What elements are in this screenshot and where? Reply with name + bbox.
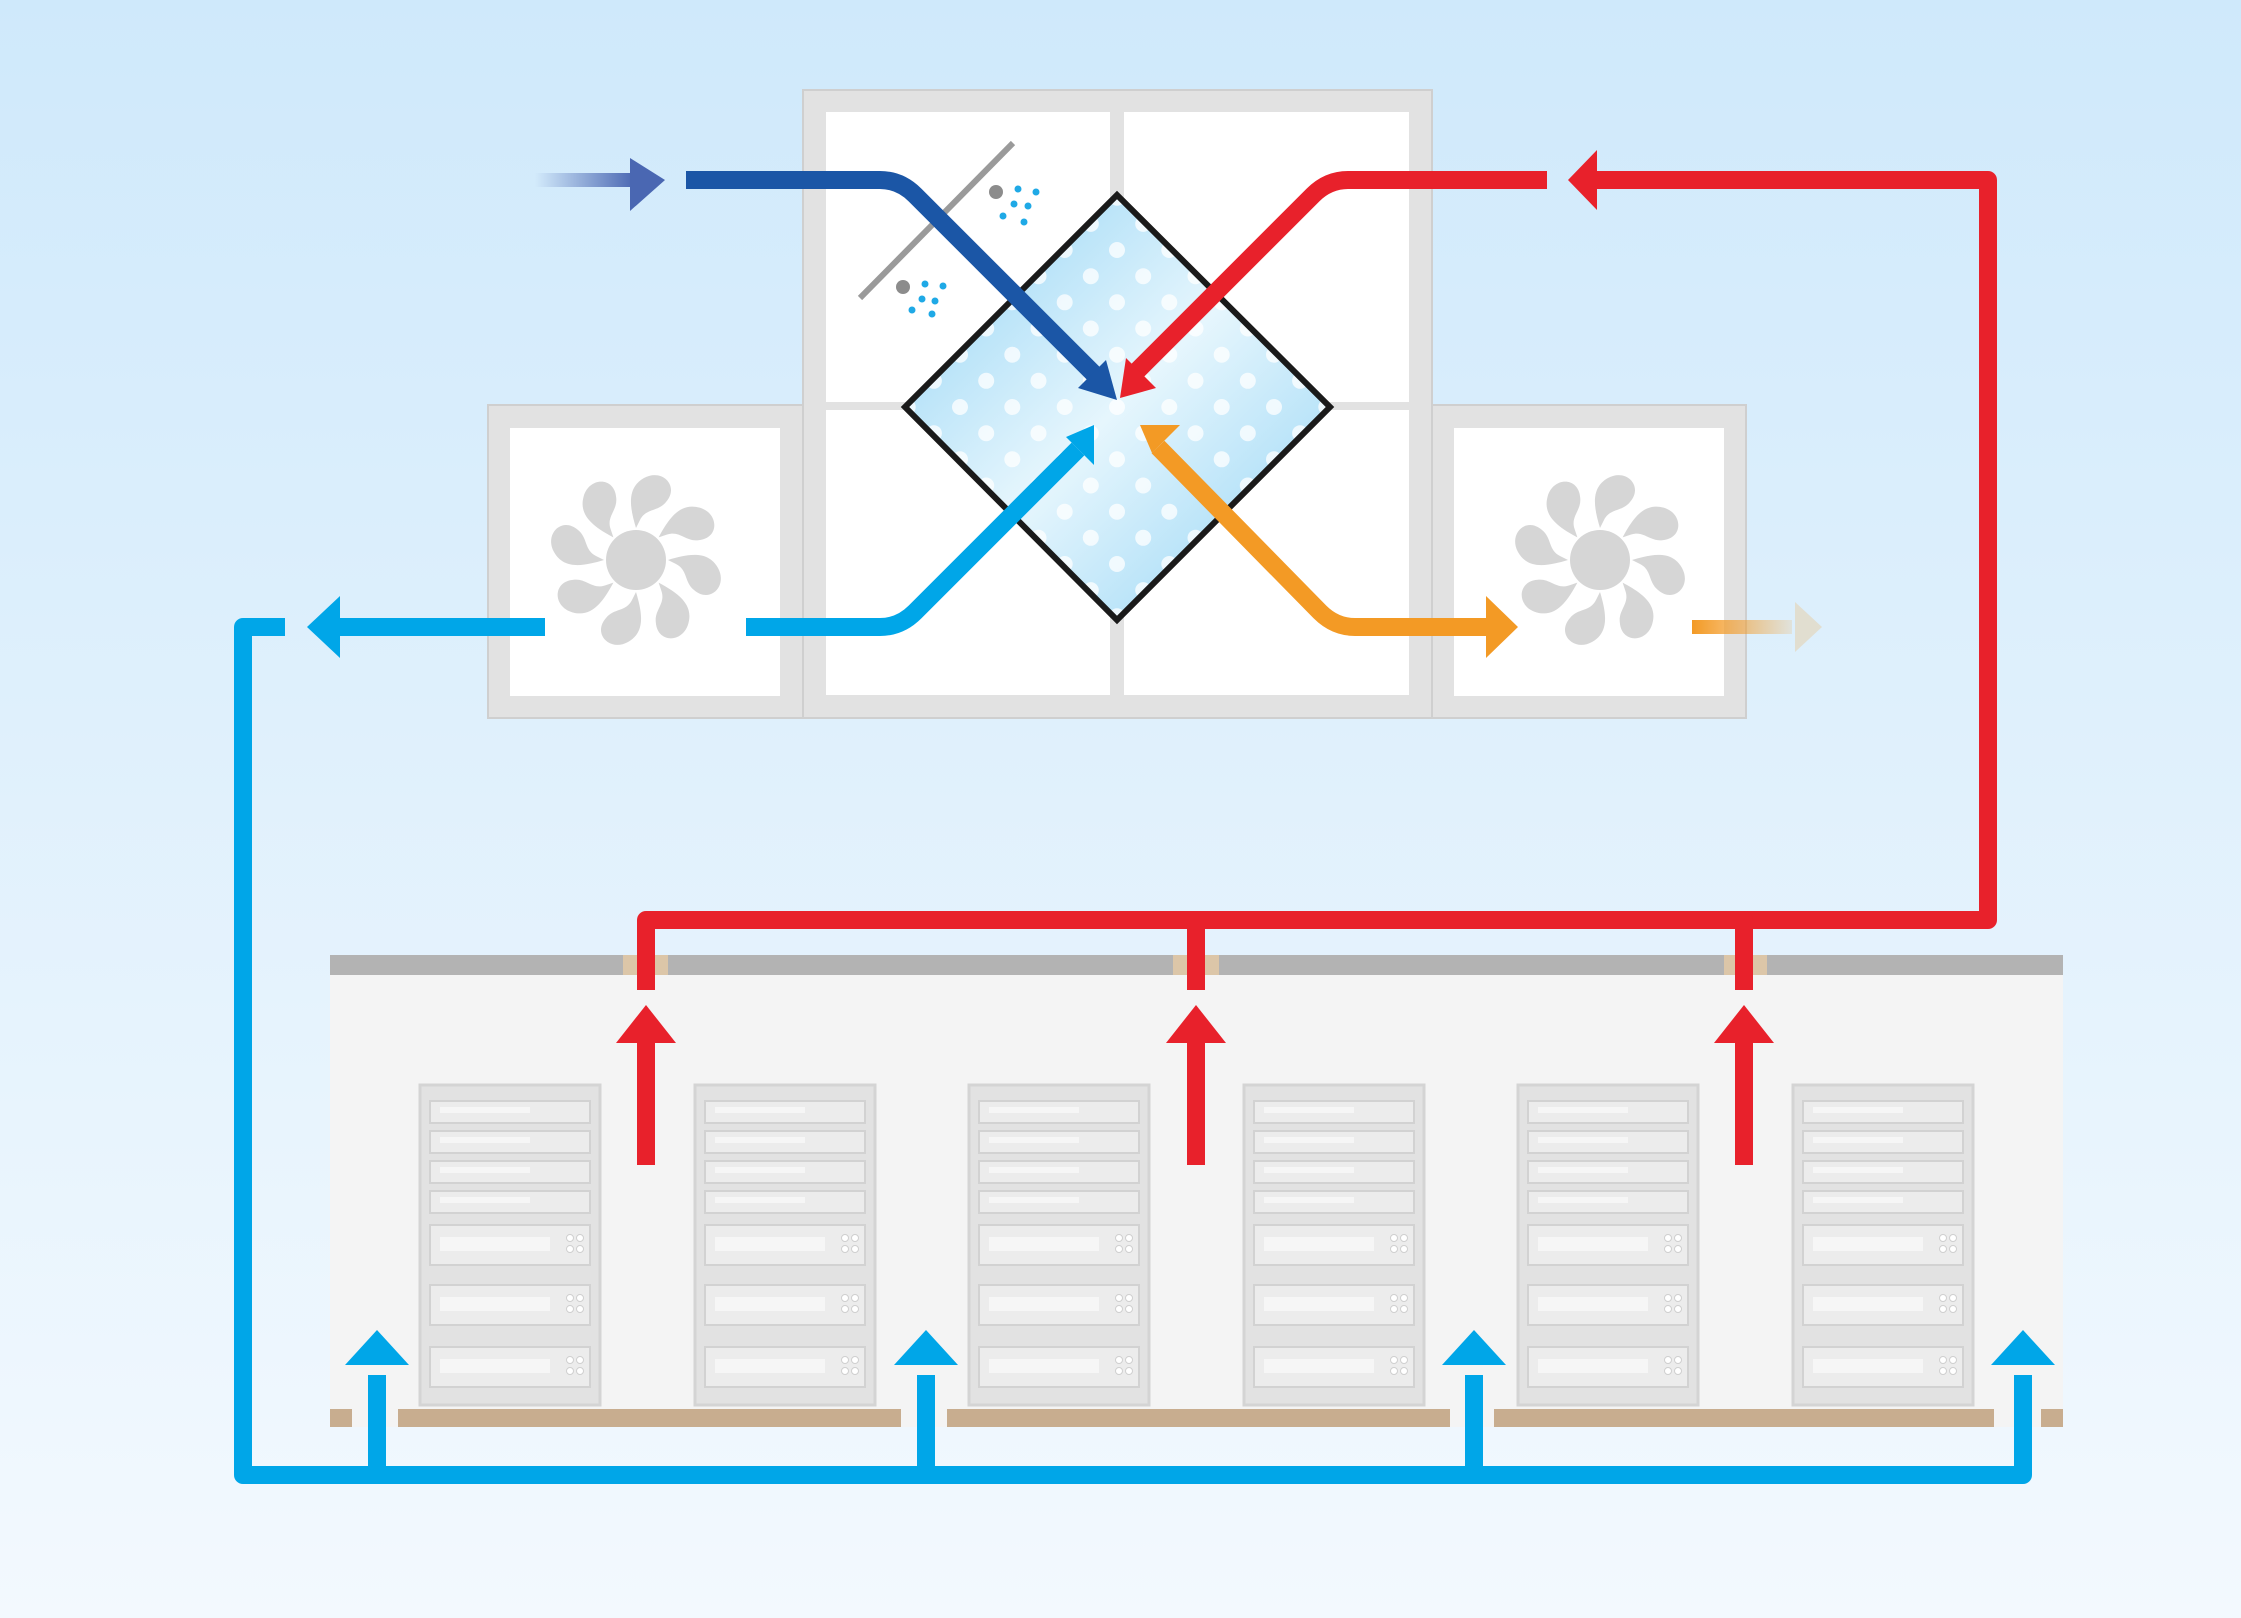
server-rack-icon xyxy=(1242,1083,1426,1407)
cool-supply-air-flow xyxy=(234,425,2055,1484)
hx-dot xyxy=(1082,529,1099,546)
hx-dot xyxy=(1082,477,1099,494)
hx-dot xyxy=(1266,399,1282,415)
hx-dot xyxy=(1135,529,1152,546)
warm-exhaust-air-flow xyxy=(1140,425,1822,658)
server-rack-icon xyxy=(1516,1083,1700,1407)
hx-dot xyxy=(1056,503,1073,520)
hx-dot xyxy=(978,372,995,389)
server-rack-icon xyxy=(418,1083,602,1407)
hx-dot xyxy=(1109,503,1125,520)
hot-return-air-flow xyxy=(616,150,1997,1165)
hx-dot xyxy=(1030,425,1047,442)
hx-dot xyxy=(978,425,995,442)
server-rack-icon xyxy=(693,1083,877,1407)
hx-dot xyxy=(1135,268,1152,285)
hx-dot xyxy=(1109,346,1125,363)
hx-dot xyxy=(1187,372,1204,389)
hx-dot xyxy=(1135,320,1152,337)
rack-exhaust-arrows xyxy=(616,1005,1774,1165)
hx-dot xyxy=(1082,268,1099,285)
server-rack-icon xyxy=(1791,1083,1975,1407)
hx-dot xyxy=(1239,372,1256,389)
hx-dot xyxy=(1213,451,1230,468)
hx-dot xyxy=(1239,425,1256,442)
hx-dot xyxy=(1213,399,1230,415)
hx-dot xyxy=(1056,399,1073,415)
hx-dot xyxy=(952,399,968,415)
room-ceiling xyxy=(330,955,2063,975)
hx-dot xyxy=(1187,425,1204,442)
hx-dot xyxy=(1161,399,1178,415)
hx-dot xyxy=(1109,451,1125,468)
hx-dot xyxy=(1056,294,1073,311)
hx-dot xyxy=(1161,294,1178,311)
hx-dot xyxy=(1213,346,1230,363)
hx-dot xyxy=(1004,451,1021,468)
hx-dot xyxy=(1082,320,1099,337)
hx-dot xyxy=(1109,294,1125,311)
exhaust-fan-box xyxy=(1429,404,1747,719)
hx-dot xyxy=(1109,399,1125,415)
hx-dot xyxy=(1109,242,1125,258)
server-rack-icon xyxy=(967,1083,1151,1407)
hx-dot xyxy=(1004,346,1021,363)
rack-intake-arrows xyxy=(345,1330,2055,1365)
hx-dot xyxy=(1135,477,1152,494)
hx-dot xyxy=(1161,503,1178,520)
hx-dot xyxy=(1004,399,1021,415)
hx-dot xyxy=(1109,556,1125,572)
hx-dot xyxy=(1030,372,1047,389)
supply-fan-box xyxy=(487,404,804,719)
outdoor-intake-air-flow xyxy=(535,158,1117,400)
room-floor xyxy=(330,1409,2063,1427)
